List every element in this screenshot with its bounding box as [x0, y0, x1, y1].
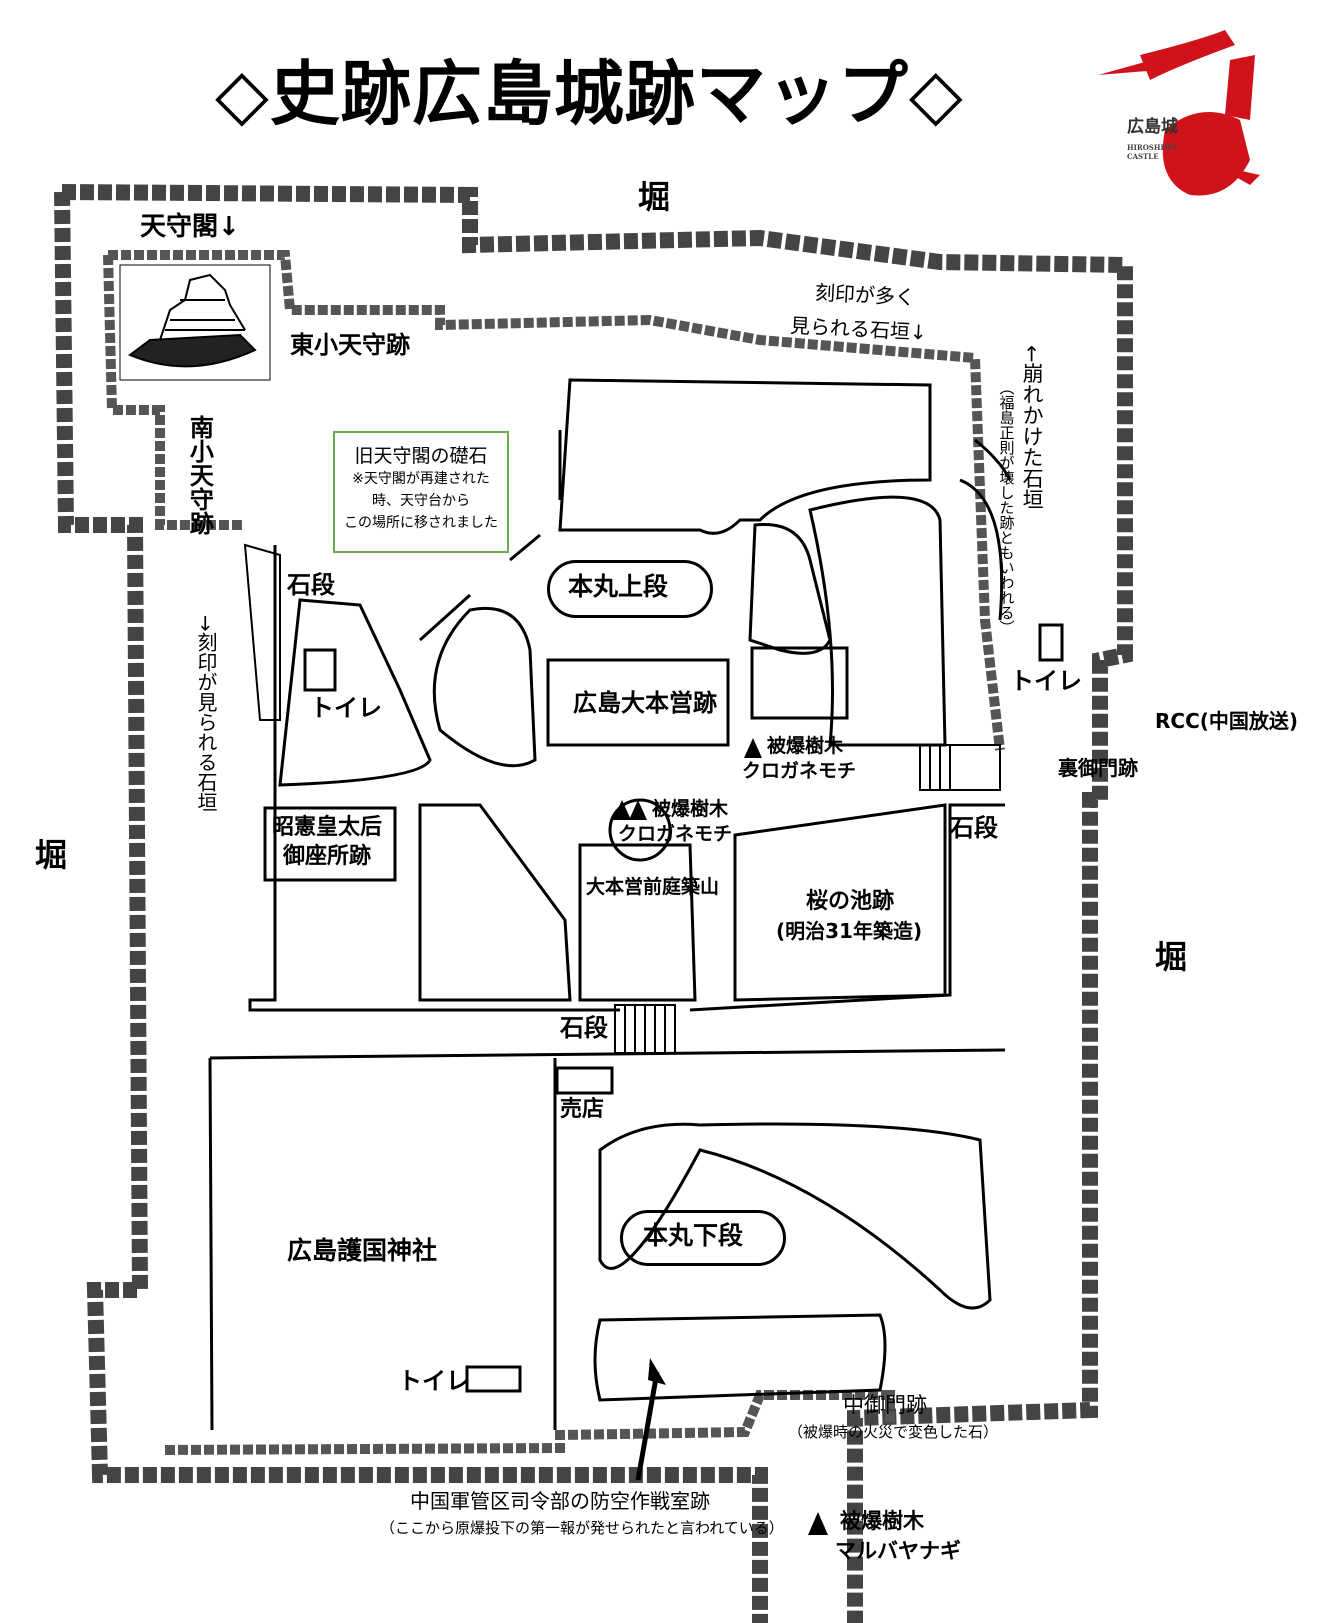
inner-wall-bottom	[164, 1390, 895, 1455]
outer-wall-left	[54, 191, 768, 1623]
shop-box	[555, 1066, 614, 1095]
divider-line	[209, 1048, 1006, 1060]
outer-wall	[61, 184, 1133, 1623]
carved-wall-label-west: →刻印が見られる石垣	[194, 615, 218, 812]
old-foundation-stones-box: 旧天守閣の礎石 ※天守閣が再建された 時、天守台から この場所に移されました	[333, 431, 509, 553]
plot	[578, 843, 697, 1002]
shoken-plot	[263, 806, 397, 882]
bunker-label: 中国軍管区司令部の防空作戦室跡	[410, 1489, 710, 1513]
moat-label-west: 堀	[35, 836, 68, 874]
honmaru-lower-plot	[598, 1122, 992, 1310]
plot	[733, 803, 947, 1002]
toilet-box	[303, 648, 337, 692]
rcc-label: RCC(中国放送)	[1155, 709, 1299, 733]
moat-label-east: 堀	[1155, 938, 1188, 976]
plot	[432, 606, 537, 768]
tenshukaku-area	[119, 264, 271, 381]
tenshukaku-label: 天守閣↓	[140, 212, 240, 242]
sakuranoike-label-2: (明治31年築造)	[776, 919, 923, 943]
old-stones-title: 旧天守閣の礎石	[354, 445, 488, 467]
toilet-box	[1038, 623, 1064, 662]
hiroshima-castle-logo-mark	[1098, 30, 1260, 196]
sakuranoike-label-1: 桜の池跡	[806, 889, 895, 914]
old-stones-note: 時、天守台から	[372, 493, 470, 509]
nakagomon-label: 中御門跡	[843, 1393, 927, 1417]
plot	[593, 1313, 887, 1402]
logo-sub-line2: CASTLE	[1127, 152, 1159, 162]
higashi-kotenshu-label: 東小天守跡	[290, 331, 410, 359]
daihonei-plot	[546, 658, 730, 747]
toilet-label: トイレ	[398, 1367, 470, 1395]
inner-wall	[108, 250, 1005, 751]
toilet-label: トイレ	[1010, 667, 1082, 695]
logo-name: 広島城	[1127, 117, 1178, 137]
hibaku-tree-label: 被爆樹木	[767, 735, 844, 757]
honmaru-upper-label: 本丸上段	[568, 572, 669, 601]
plot	[418, 803, 572, 1002]
nakagomon-note: （被爆時の火災で変色した石）	[788, 1423, 999, 1441]
carved-wall-label-north-1: 刻印が多く	[814, 280, 916, 310]
tree-icons	[613, 738, 828, 1535]
plot	[558, 378, 932, 535]
hibaku-tree-label: マルバヤナギ	[835, 1539, 961, 1563]
stone-walls	[54, 184, 1133, 1623]
hibaku-tree-label: クロガネモチ	[742, 760, 857, 782]
minami-kotenshu-label: 南小天守跡	[185, 415, 214, 535]
moat-label-north: 堀	[638, 178, 671, 216]
honmaru-lower-oval	[620, 1210, 786, 1266]
tree-circle	[608, 798, 672, 862]
tenshukaku-drawing	[127, 273, 257, 368]
road	[959, 438, 1012, 621]
collapsed-wall-note: （福島正則が壊した跡ともいわれる）	[997, 380, 1016, 635]
plot	[750, 646, 849, 720]
shoken-label-1: 昭憲皇太后	[272, 815, 383, 840]
old-stones-note: ※天守閣が再建された	[352, 471, 490, 487]
hibaku-tree-label: 被爆樹木	[840, 1509, 924, 1533]
tsukiyama-label: 大本営前庭築山	[586, 876, 720, 898]
honmaru-outline	[248, 545, 620, 1012]
stairs-label: 石段	[287, 571, 335, 599]
collapsed-wall-label: ←崩れかけた石垣	[1020, 345, 1045, 510]
honmaru-outline-right	[689, 803, 1005, 1012]
plot	[278, 598, 432, 787]
road	[509, 533, 541, 562]
road	[418, 593, 472, 642]
gokoku-shrine-label: 広島護国神社	[287, 1236, 438, 1265]
stairs-label: 石段	[950, 814, 998, 842]
inner-wall-left	[103, 254, 245, 530]
bunker-note: （ここから原爆投下の第一報が発せられたと言われている）	[380, 1519, 784, 1537]
logo-sub-line1: HIROSHIMA	[1127, 143, 1177, 152]
daihonei-label: 広島大本営跡	[573, 689, 717, 717]
toilet-label: トイレ	[310, 694, 382, 722]
honmaru-lower-label: 本丸下段	[643, 1221, 744, 1250]
honmaru-upper-oval	[547, 560, 713, 618]
uragomon-label: 裏御門跡	[1058, 756, 1138, 780]
old-stones-note: この場所に移されました	[344, 515, 498, 531]
hibaku-tree-label: クロガネモチ	[618, 823, 733, 845]
shop-label: 売店	[560, 1097, 605, 1122]
hibaku-tree-label: 被爆樹木	[652, 798, 729, 820]
toilet-box	[465, 1365, 522, 1393]
stairs	[243, 543, 1001, 1054]
shoken-label-2: 御座所跡	[283, 844, 372, 869]
page-title: ◇史跡広島城跡マップ◇	[215, 53, 964, 135]
stairs-label: 石段	[560, 1014, 608, 1042]
arrow-icon	[635, 1371, 660, 1481]
plot	[808, 495, 947, 747]
divider-line	[208, 1057, 214, 1431]
arrow-head	[648, 1358, 666, 1385]
